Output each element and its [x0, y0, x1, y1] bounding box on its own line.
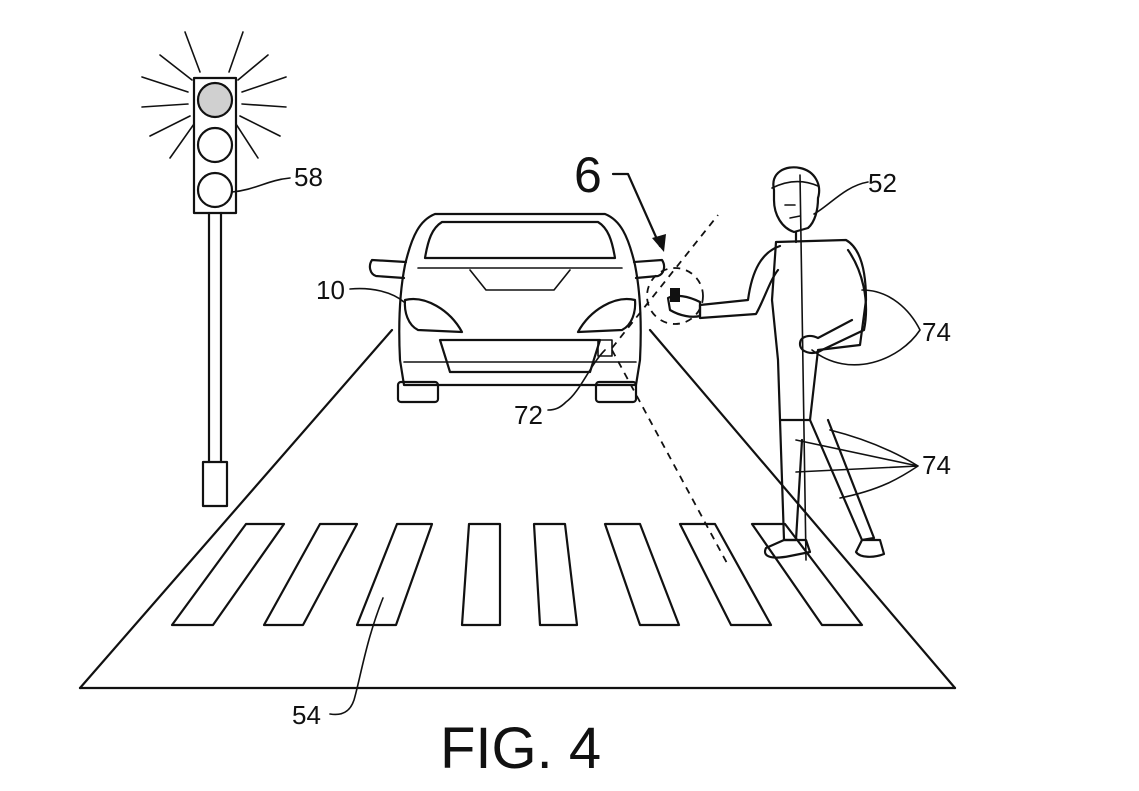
car-windshield	[423, 220, 617, 260]
person-hair	[771, 180, 819, 189]
handheld-device	[670, 288, 680, 302]
car-grille	[438, 338, 602, 374]
detail-arrow-6	[611, 172, 662, 248]
signal-lamp-bottom	[196, 171, 234, 209]
traffic-light-icon	[141, 31, 287, 508]
sensor-ray-lower	[611, 349, 729, 566]
person-hand	[666, 294, 702, 318]
crosswalk-stripe	[355, 522, 434, 627]
label-6: 6	[574, 147, 602, 203]
car-body	[398, 212, 642, 387]
person-torso	[770, 238, 868, 422]
leader-72	[547, 349, 606, 411]
crosswalk-stripe	[460, 522, 502, 627]
crosswalk-stripe	[262, 522, 359, 627]
road-edge-left	[78, 328, 394, 690]
leader-52	[813, 181, 869, 215]
car-mirror-left	[368, 258, 408, 280]
person-leg-left	[778, 418, 804, 542]
leader-10	[349, 287, 405, 303]
car-tire-left	[396, 380, 440, 404]
signal-lamp-lit	[196, 81, 234, 119]
leader-74-upper	[811, 289, 921, 366]
crosswalk-stripe	[678, 522, 773, 627]
figure-caption: FIG. 4	[440, 716, 601, 781]
leader-54	[329, 597, 384, 716]
road	[78, 328, 957, 690]
car-mirror-right	[632, 258, 666, 280]
signal-housing	[192, 76, 238, 215]
person-foot-right	[854, 538, 886, 558]
car-headlight-right	[576, 297, 637, 334]
label-10: 10	[316, 275, 345, 305]
person-center-line	[799, 174, 807, 561]
car-hood-crease	[469, 269, 571, 291]
label-54: 54	[292, 700, 321, 730]
car-tire-right	[594, 380, 638, 404]
light-rays	[141, 31, 287, 159]
person-arm-extended	[698, 244, 782, 320]
detail-arrowhead	[652, 234, 666, 252]
crosswalk-stripes	[170, 522, 864, 627]
person-icon	[666, 166, 886, 561]
label-74-lower: 74	[922, 450, 951, 480]
crosswalk-stripe	[603, 522, 681, 627]
label-74-upper: 74	[922, 317, 951, 347]
person-leg-right	[808, 418, 876, 542]
signal-base	[201, 460, 229, 508]
leader-74-lower	[795, 429, 919, 499]
car-headlight-left	[403, 297, 464, 334]
person-head	[772, 166, 821, 234]
label-58: 58	[294, 162, 323, 192]
person-arm-relaxed	[798, 248, 868, 354]
road-edge-right	[648, 328, 957, 690]
person-foot-left	[763, 538, 812, 559]
leader-58	[231, 177, 291, 193]
crosswalk-stripe	[532, 522, 579, 627]
crosswalk-stripe	[750, 522, 864, 627]
crosswalk-stripe	[170, 522, 286, 627]
car-front-icon	[368, 212, 666, 404]
detail-circle-6	[646, 267, 704, 325]
label-72: 72	[514, 400, 543, 430]
label-52: 52	[868, 168, 897, 198]
sensor-ray-upper	[611, 214, 719, 349]
signal-lamp-middle	[196, 126, 234, 164]
person-mouth	[789, 215, 801, 219]
